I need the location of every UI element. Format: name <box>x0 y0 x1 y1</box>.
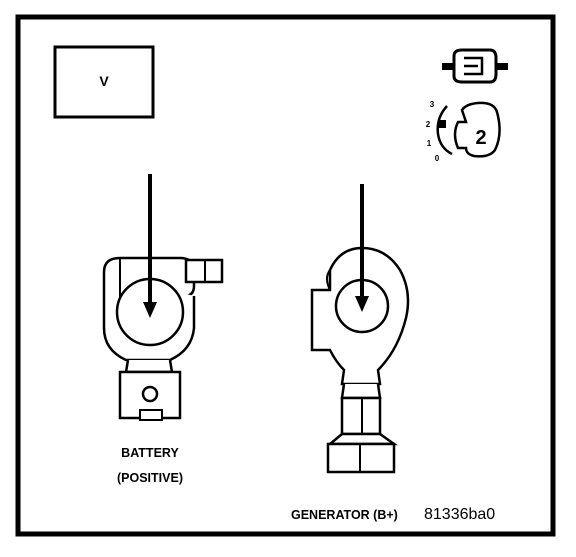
voltmeter-unit-label: V <box>99 73 109 89</box>
dial-tick-1: 1 <box>427 139 432 148</box>
dial-tick-0: 0 <box>435 154 440 163</box>
dial-indicator-mark <box>438 120 446 128</box>
dial-knob <box>453 101 501 158</box>
outer-frame <box>15 14 556 537</box>
battery-probe-arrow <box>143 174 157 318</box>
generator-probe-arrow <box>355 184 369 312</box>
battery-label: BATTERY <box>121 446 179 460</box>
generator-ring-terminal <box>310 246 410 474</box>
figure-code: 81336ba0 <box>424 506 495 523</box>
battery-terminal <box>102 256 224 421</box>
selector-dial-icon: 3 2 1 0 2 <box>426 100 501 163</box>
dial-tick-3: 3 <box>430 100 435 109</box>
dial-setting-value: 2 <box>475 127 486 149</box>
voltmeter-display: V <box>53 45 155 119</box>
dial-tick-2: 2 <box>426 120 431 129</box>
test-lead-connector-icon <box>442 48 508 84</box>
battery-positive-label: (POSITIVE) <box>117 471 183 485</box>
generator-label: GENERATOR (B+) <box>291 508 398 522</box>
